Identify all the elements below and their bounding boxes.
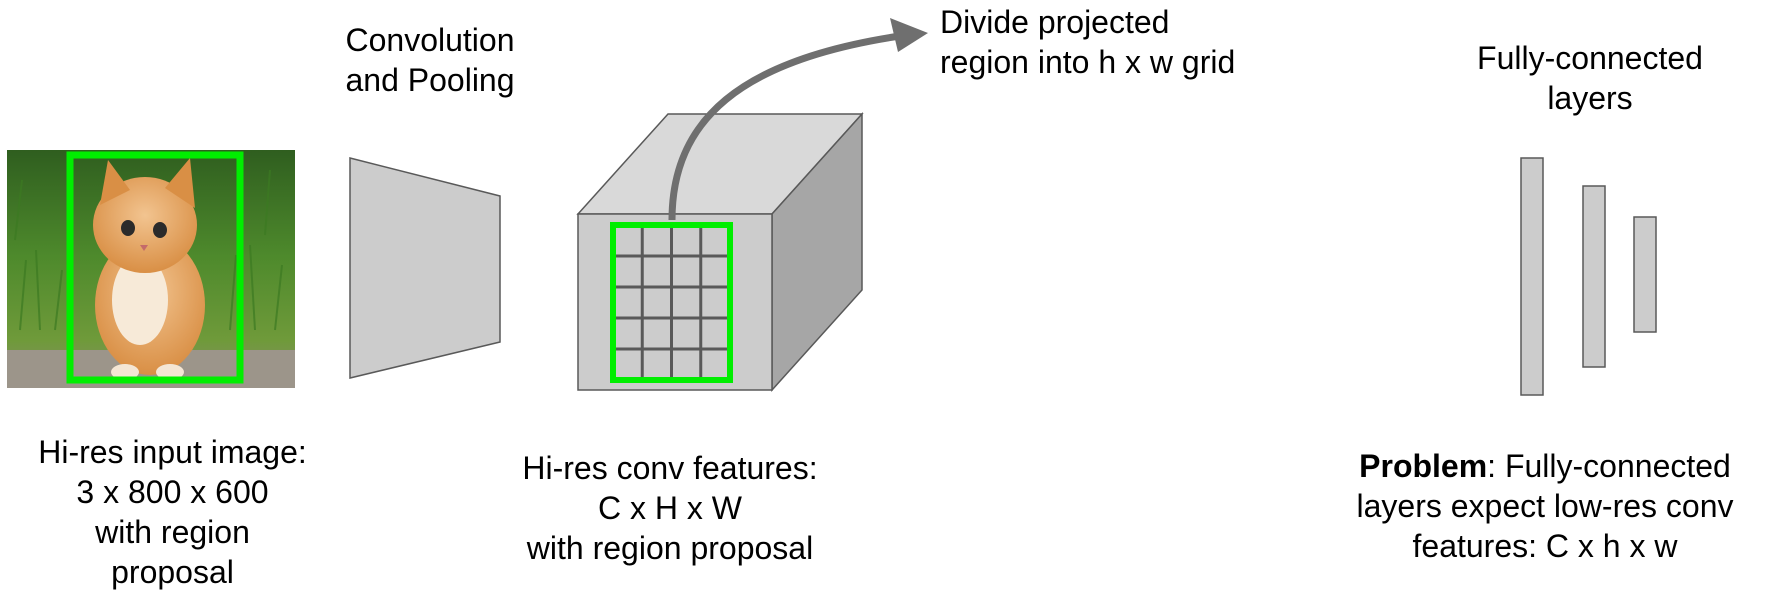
problem-caption: Problem: Fully-connected layers expect l… [1315,446,1775,566]
projection-arrow [668,32,901,221]
projected-region-box [610,222,733,383]
problem-keyword: Problem [1359,448,1488,484]
features-caption: Hi-res conv features: C x H x W with reg… [480,448,860,568]
features-caption-line-3: with region proposal [526,530,814,566]
input-image-caption: Hi-res input image: 3 x 800 x 600 with r… [0,432,345,592]
projected-grid [613,225,730,380]
problem-line-2: layers expect low-res conv [1356,488,1734,524]
kitten [93,158,205,380]
fc-layer-3 [1633,216,1657,333]
feature-volume-front [577,213,773,391]
fc-layers [1520,157,1657,396]
conv-pool-line-1: Convolution [345,22,515,58]
input-caption-line-1: Hi-res input image: [38,434,307,470]
conv-pool-block [349,157,501,379]
problem-line-3: features: C x h x w [1412,528,1678,564]
fc-label-line-2: layers [1547,80,1633,116]
region-proposal-box [66,151,244,384]
conv-pool-line-2: and Pooling [345,62,515,98]
fc-layers-label: Fully-connected layers [1440,38,1740,118]
fc-label-line-1: Fully-connected [1477,40,1703,76]
input-caption-line-3: with region [95,514,250,550]
fc-layer-2 [1582,185,1606,368]
grass-texture [14,169,283,331]
features-caption-line-1: Hi-res conv features: [522,450,818,486]
divide-grid-label: Divide projected region into h x w grid [940,2,1235,82]
arrowhead-icon [890,18,928,52]
problem-line-1-rest: : Fully-connected [1487,448,1731,484]
input-caption-line-2: 3 x 800 x 600 [76,474,269,510]
input-caption-line-4: proposal [111,554,234,590]
conv-pool-label: Convolution and Pooling [310,20,550,100]
input-image [7,150,295,388]
features-caption-line-2: C x H x W [598,490,742,526]
divide-line-2: region into h x w grid [940,44,1236,80]
fc-layer-1 [1520,157,1544,396]
divide-line-1: Divide projected [940,4,1170,40]
problem-line-1: Problem: Fully-connected [1315,446,1775,486]
